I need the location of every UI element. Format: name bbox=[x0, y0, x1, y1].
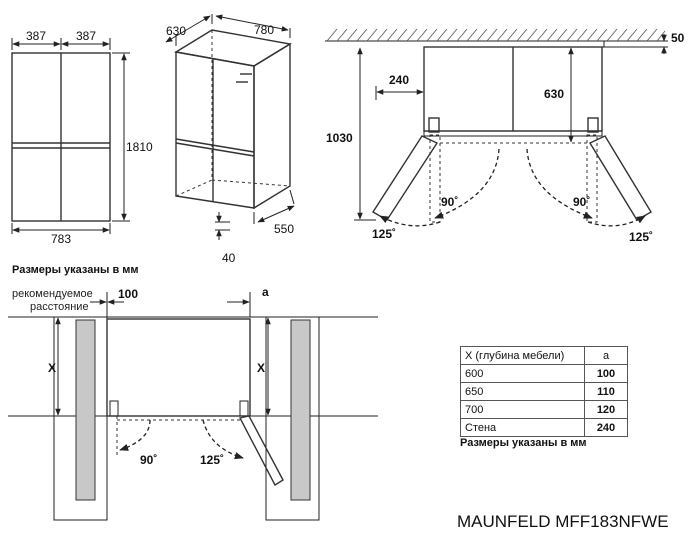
table-cell-depth: Стена bbox=[460, 418, 585, 437]
top-view: 50 240 630 1030 90˚ 90˚ 125˚ 125˚ bbox=[325, 28, 685, 244]
table-header-depth: X (глубина мебели) bbox=[460, 346, 585, 365]
iso-width-label: 780 bbox=[254, 23, 274, 37]
front-view: 387 387 1810 783 bbox=[11, 29, 153, 246]
angle-left-label: 90˚ bbox=[441, 195, 458, 209]
side-offset-label: 240 bbox=[389, 73, 409, 87]
table-cell-depth: 650 bbox=[460, 382, 585, 401]
width-right-label: 387 bbox=[76, 29, 96, 43]
table-cell-depth: 700 bbox=[460, 400, 585, 419]
table-row: Стена 240 bbox=[460, 418, 628, 437]
table-header-a: a bbox=[584, 346, 628, 365]
table-cell-a: 100 bbox=[584, 364, 628, 383]
table-cell-a: 110 bbox=[584, 382, 628, 401]
angle-125-label: 125˚ bbox=[200, 453, 224, 467]
width-left-label: 387 bbox=[26, 29, 46, 43]
angle-max-left-label: 125˚ bbox=[372, 227, 396, 241]
table-cell-a: 240 bbox=[584, 418, 628, 437]
iso-base-depth-label: 550 bbox=[274, 222, 294, 236]
model-label: MAUNFELD MFF183NFWE bbox=[457, 512, 669, 531]
right-cabinet-side bbox=[290, 319, 311, 501]
table-note: Размеры указаны в мм bbox=[460, 437, 587, 449]
open-depth-label: 1030 bbox=[326, 131, 353, 145]
recommended-label-1: рекомендуемое bbox=[12, 288, 93, 300]
iso-clearance-label: 40 bbox=[222, 251, 236, 265]
spacing-table: X (глубина мебели) a 600 100 650 110 700… bbox=[460, 346, 628, 437]
recommended-label-2: расстояние bbox=[30, 301, 89, 313]
left-cabinet-side bbox=[75, 319, 96, 501]
table-row: 600 100 bbox=[460, 364, 628, 383]
x-right-label: X bbox=[257, 361, 265, 375]
x-left-label: X bbox=[48, 361, 56, 375]
table-row: 650 110 bbox=[460, 382, 628, 401]
height-label: 1810 bbox=[126, 140, 153, 154]
wall-hatching bbox=[326, 28, 666, 42]
angle-max-right-label: 125˚ bbox=[629, 230, 653, 244]
angle-right-label: 90˚ bbox=[573, 195, 590, 209]
total-width-label: 783 bbox=[51, 232, 71, 246]
dimensions-note-top: Размеры указаны в мм bbox=[12, 264, 139, 276]
table-cell-a: 120 bbox=[584, 400, 628, 419]
gap-var-label: a bbox=[262, 285, 269, 299]
wall-gap-label: 50 bbox=[671, 31, 685, 45]
install-view: X X 100 a рекомендуемое расстояние 90˚ 1… bbox=[8, 285, 378, 521]
gap-value-label: 100 bbox=[118, 287, 138, 301]
table-header-row: X (глубина мебели) a bbox=[460, 346, 628, 365]
iso-view: 630 780 550 40 bbox=[165, 14, 295, 265]
iso-depth-label: 630 bbox=[166, 24, 186, 38]
angle-90-label: 90˚ bbox=[140, 453, 157, 467]
table-row: 700 120 bbox=[460, 400, 628, 419]
table-cell-depth: 600 bbox=[460, 364, 585, 383]
depth-dim-label: 630 bbox=[544, 87, 564, 101]
